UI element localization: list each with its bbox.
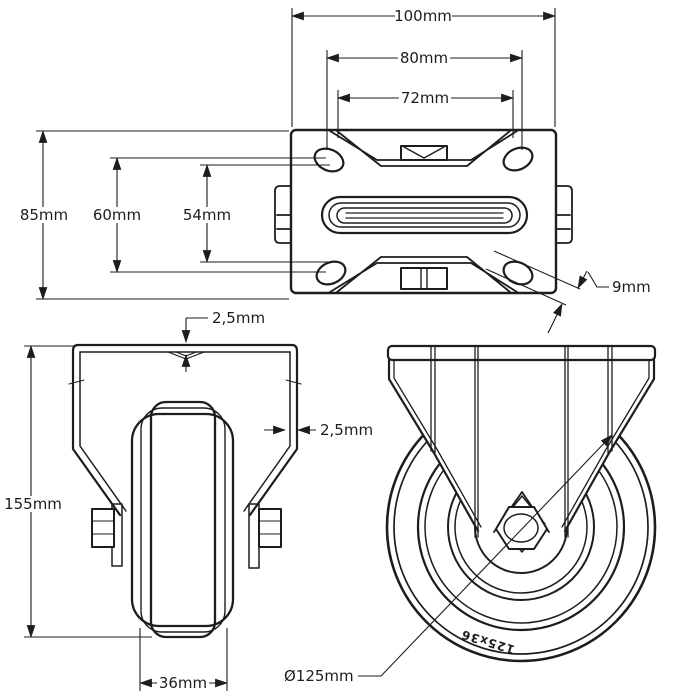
axle-bore <box>503 513 539 543</box>
bracket-leg-right <box>248 343 299 517</box>
bracket-leg-left <box>71 343 122 517</box>
top-view-dimensions: 100mm 80mm 72mm 85mm 60mm 54mm 9mm <box>18 7 651 334</box>
side-flange-right <box>556 185 573 244</box>
dim-inner-spacing-width: 72mm <box>401 89 449 107</box>
side-flange-left <box>274 185 291 244</box>
side-view-dimensions: Ø125mm <box>284 434 613 685</box>
dim-bolt-hole-width-group: 9mm <box>485 250 651 334</box>
dim-hole-spacing-width: 80mm <box>400 49 448 67</box>
side-view: 125x36 <box>385 344 657 663</box>
dim-bolt-hole-width: 9mm <box>612 278 651 296</box>
axle-nut-left <box>91 508 115 548</box>
dim-overall-height: 155mm <box>4 495 62 513</box>
wheel-front <box>130 400 235 639</box>
wheel-size-marking: 125x36 <box>459 627 516 657</box>
axle-nut-right <box>258 508 282 548</box>
dim-wheel-width: 36mm <box>159 674 207 692</box>
dim-overall-width: 100mm <box>394 7 452 25</box>
bolt-hole-top-right <box>502 146 534 172</box>
top-view-plate <box>274 128 573 295</box>
center-slot <box>320 195 529 235</box>
bolt-hole-top-left <box>313 147 345 173</box>
kingpin-tab <box>400 145 448 161</box>
dim-inner-spacing-depth: 54mm <box>183 206 231 224</box>
dim-hole-spacing-depth: 60mm <box>93 206 141 224</box>
front-view <box>68 343 302 639</box>
dim-bracket-thickness: 2,5mm <box>320 421 373 439</box>
dim-wheel-diameter: Ø125mm <box>284 667 354 685</box>
dim-plate-thickness: 2,5mm <box>212 309 265 327</box>
dim-overall-depth: 85mm <box>20 206 68 224</box>
bolt-hole-bottom-left <box>315 260 347 286</box>
top-plate-side <box>386 344 657 362</box>
hex-nut-top-view <box>400 267 448 290</box>
front-view-dimensions: 2,5mm 2,5mm 155mm 36mm <box>4 309 373 692</box>
